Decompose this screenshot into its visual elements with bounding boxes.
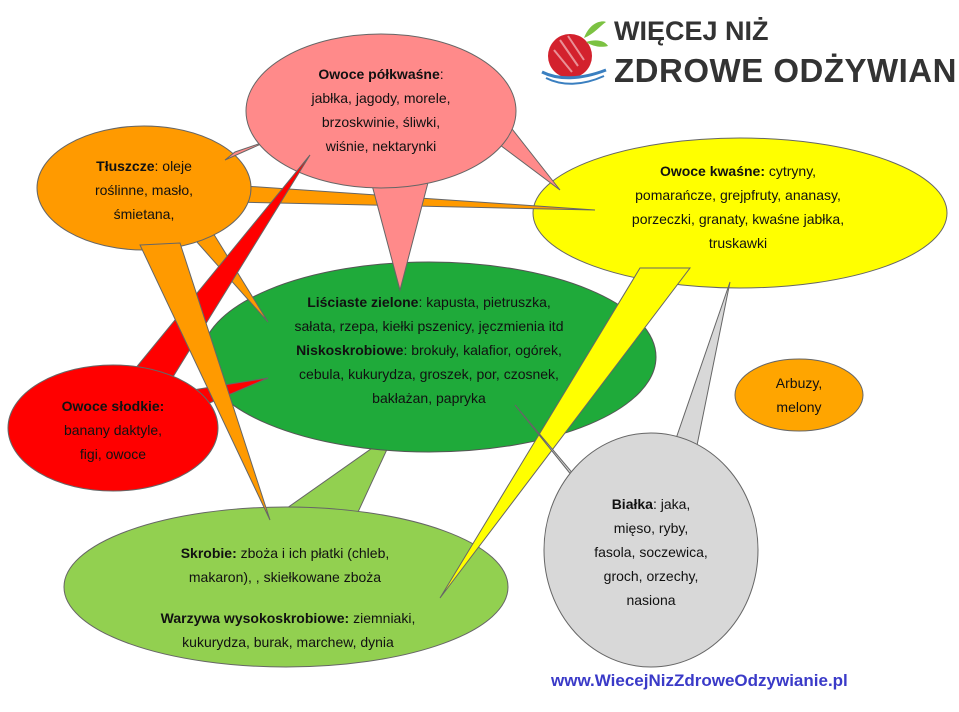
- owoce-kwasne-text: Owoce kwaśne: cytryny, pomarańcze, grejp…: [583, 159, 893, 255]
- tluszcze-line: roślinne, masło,: [94, 182, 194, 198]
- owoce-kwasne-line: porzeczki, granaty, kwaśne jabłka,: [631, 211, 845, 227]
- warzywa-wysoko-text: Warzywa wysokoskrobiowe: ziemniaki, kuku…: [118, 606, 458, 654]
- website-link[interactable]: www.WiecejNizZdroweOdzywianie.pl: [551, 671, 848, 690]
- warzywa-wysoko-line: kukurydza, burak, marchew, dynia: [182, 634, 394, 650]
- bialka-text: Białka: jaka, mięso, ryby, fasola, socze…: [566, 492, 736, 612]
- owoce-polkwasne-line: :: [439, 66, 444, 82]
- orange-connector-long: [139, 242, 271, 521]
- niskoskrobiowe-title: Niskoskrobiowe: [296, 342, 404, 358]
- skrobie-bubble: [63, 430, 509, 668]
- arbuzy-text: Arbuzy, melony: [744, 371, 854, 419]
- tluszcze-line: śmietana,: [113, 206, 175, 222]
- bialka-line: nasiona: [626, 592, 676, 608]
- tluszcze-line: : oleje: [154, 158, 192, 174]
- owoce-kwasne-bubble: [532, 137, 948, 289]
- lisciaste-text: Liściaste zielone: kapusta, pietruszka, …: [234, 290, 624, 410]
- arbuzy-line: melony: [776, 399, 822, 415]
- skrobie-title: Skrobie:: [180, 545, 237, 561]
- owoce-polkwasne-bubble: [224, 33, 561, 292]
- owoce-polkwasne-line: brzoskwinie, śliwki,: [321, 114, 441, 130]
- owoce-polkwasne-line: jabłka, jagody, morele,: [311, 90, 451, 106]
- yellow-connector: [439, 267, 692, 599]
- owoce-polkwasne-title: Owoce półkwaśne: [318, 66, 440, 82]
- niskoskrobiowe-line: bakłażan, papryka: [372, 390, 486, 406]
- owoce-kwasne-line: truskawki: [708, 235, 768, 251]
- warzywa-wysoko-line: ziemniaki,: [349, 610, 416, 626]
- owoce-polkwasne-line: wiśnie, nektarynki: [325, 138, 437, 154]
- owoce-slodkie-title: Owoce słodkie:: [61, 398, 165, 414]
- arbuzy-line: Arbuzy,: [775, 375, 823, 391]
- owoce-slodkie-line: banany daktyle,: [63, 422, 163, 438]
- bialka-line: fasola, soczewica,: [594, 544, 708, 560]
- skrobie-line: makaron), , skiełkowane zboża: [188, 569, 382, 585]
- bialka-line: : jaka,: [652, 496, 691, 512]
- bialka-title: Białka: [611, 496, 653, 512]
- bialka-line: groch, orzechy,: [603, 568, 699, 584]
- brand-emblem-icon: [541, 21, 608, 85]
- owoce-kwasne-line: pomarańcze, grejpfruty, ananasy,: [635, 187, 841, 203]
- owoce-polkwasne-text: Owoce półkwaśne: jabłka, jagody, morele,…: [266, 62, 496, 158]
- skrobie-line: zboża i ich płatki (chleb,: [236, 545, 390, 561]
- tluszcze-text: Tłuszcze: oleje roślinne, masło, śmietan…: [54, 154, 234, 226]
- arbuzy-bubble: [734, 358, 864, 432]
- owoce-slodkie-text: Owoce słodkie: banany daktyle, figi, owo…: [33, 394, 193, 466]
- tluszcze-title: Tłuszcze: [96, 158, 155, 174]
- brand-line-1: WIĘCEJ NIŻ: [614, 16, 769, 46]
- owoce-kwasne-line: cytryny,: [764, 163, 817, 179]
- lisciaste-title: Liściaste zielone: [307, 294, 419, 310]
- lisciaste-line: sałata, rzepa, kiełki pszenicy, jęczmien…: [294, 318, 564, 334]
- skrobie-text: Skrobie: zboża i ich płatki (chleb, maka…: [140, 541, 430, 589]
- owoce-slodkie-line: figi, owoce: [79, 446, 147, 462]
- warzywa-wysoko-title: Warzywa wysokoskrobiowe:: [160, 610, 350, 626]
- bialka-bubble: [543, 432, 759, 668]
- niskoskrobiowe-line: cebula, kukurydza, groszek, por, czosnek…: [299, 366, 559, 382]
- lisciaste-line: : kapusta, pietruszka,: [418, 294, 551, 310]
- owoce-kwasne-title: Owoce kwaśne:: [659, 163, 765, 179]
- owoce-slodkie-bubble: [7, 364, 219, 492]
- brand-logo: WIĘCEJ NIŻ ZDROWE ODŻYWIANIE: [540, 10, 959, 95]
- brand-line-2: ZDROWE ODŻYWIANIE: [614, 52, 959, 89]
- bialka-line: mięso, ryby,: [613, 520, 689, 536]
- niskoskrobiowe-line: : brokuły, kalafior, ogórek,: [403, 342, 562, 358]
